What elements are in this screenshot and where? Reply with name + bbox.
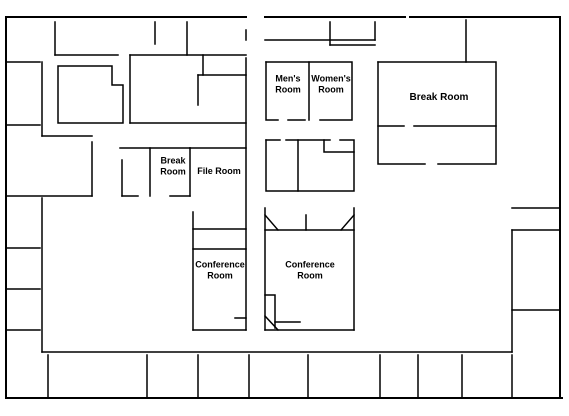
room-label-line: Conference [285, 260, 335, 270]
room-label-line: Room [297, 271, 323, 281]
room-label-line: Room [160, 167, 186, 177]
room-label-line: Men's [275, 74, 300, 84]
file-room-label: File Room [197, 166, 241, 176]
room-label-line: Room [207, 271, 233, 281]
room-label-line: Conference [195, 260, 245, 270]
room-label-line: Women's [311, 74, 350, 84]
room-label-line: Break [160, 156, 186, 166]
room-label-line: Room [275, 85, 301, 95]
break-room-large-label: Break Room [410, 92, 469, 103]
room-label-line: File Room [197, 166, 241, 176]
walls [5, 16, 563, 399]
room-label-line: Break Room [410, 92, 469, 103]
room-label-line: Room [318, 85, 344, 95]
